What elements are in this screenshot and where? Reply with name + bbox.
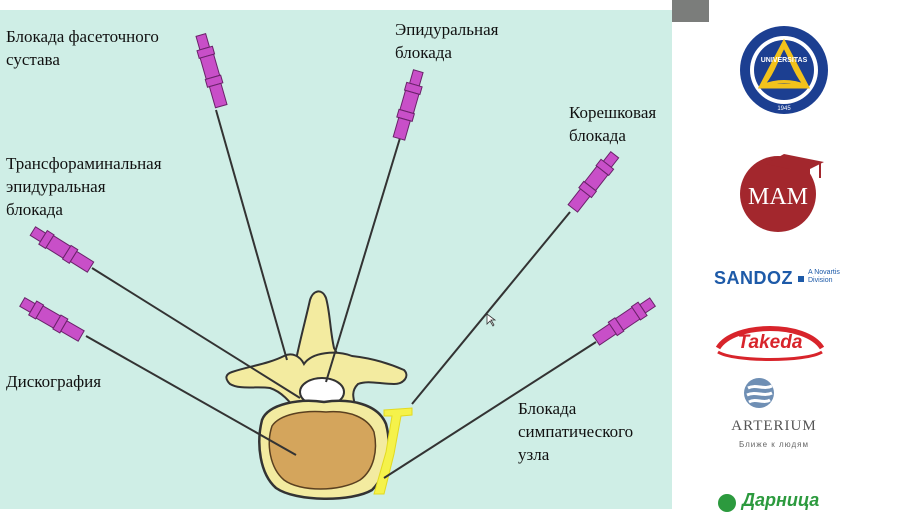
- university-ring-text: UNIVERSITAS: [761, 57, 808, 64]
- mouse-cursor-icon: [487, 314, 495, 326]
- mam-text: МАМ: [748, 184, 808, 210]
- university-seal-logo: UNIVERSITAS 1945: [736, 24, 832, 116]
- label-discography: Дискография: [6, 370, 101, 393]
- mam-logo: МАМ: [736, 148, 836, 234]
- sandoz-text: SANDOZ: [714, 268, 793, 288]
- label-sympathetic-block: Блокада симпатического узла: [518, 397, 633, 466]
- arterium-text: ARTERIUM: [714, 418, 834, 435]
- arterium-tagline: Ближе к людям: [714, 440, 834, 449]
- arterium-emblem-icon: [742, 376, 776, 410]
- university-year-text: 1945: [777, 106, 791, 112]
- vertebra: [226, 291, 406, 498]
- sandoz-square-icon: [798, 276, 804, 282]
- label-transforaminal-block: Трансфораминальная эпидуральная блокада: [6, 152, 162, 221]
- sandoz-logo: SANDOZ A Novartis Division: [714, 268, 840, 289]
- needle-epidural: [326, 69, 426, 382]
- label-facet-block: Блокада фасеточного сустава: [6, 25, 159, 71]
- top-strip: [0, 0, 672, 10]
- needle-facet: [193, 33, 287, 360]
- slide-panel: Блокада фасеточного сустава Эпидуральная…: [0, 0, 672, 509]
- takeda-logo: Takeda: [714, 318, 826, 362]
- darnitsa-icon: [718, 494, 736, 512]
- needle-root: [412, 150, 621, 404]
- darnitsa-text: Дарница: [742, 490, 819, 511]
- label-epidural-block: Эпидуральная блокада: [395, 18, 498, 64]
- disc-nucleus: [269, 412, 375, 489]
- sandoz-subtitle-2: Division: [808, 277, 833, 284]
- sponsor-logos-column: UNIVERSITAS 1945 МАМ SANDOZ A Novartis D…: [700, 0, 905, 509]
- label-root-block: Корешковая блокада: [569, 101, 656, 147]
- sandoz-subtitle-1: A Novartis: [808, 269, 840, 276]
- takeda-text: Takeda: [738, 332, 803, 353]
